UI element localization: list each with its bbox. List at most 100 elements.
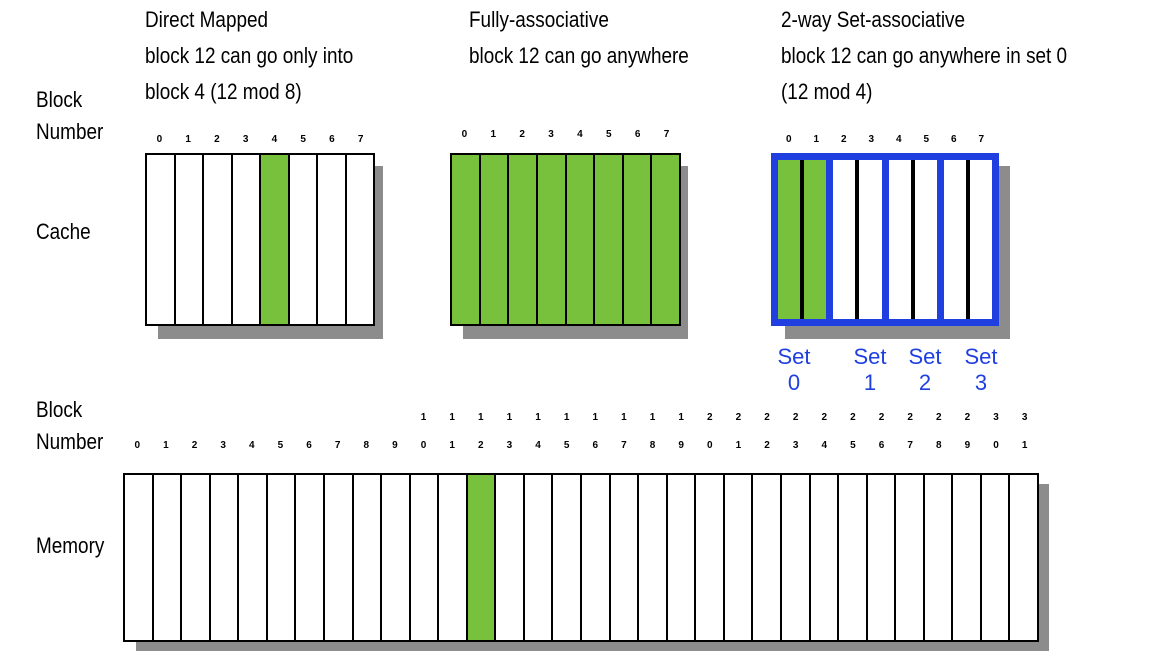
cache-label: Cache (36, 219, 91, 244)
memory-block-27 (896, 475, 925, 640)
fully-cache-number-1: 1 (490, 129, 497, 140)
direct-cache-number-3: 3 (242, 134, 249, 145)
memory-tens-number-11: 1 (449, 412, 455, 423)
memory-tens-number-31: 3 (1021, 412, 1028, 423)
set-associative-title: 2-way Set-associative (781, 7, 966, 32)
direct-cache-block-7 (346, 155, 373, 324)
setassoc-cache-block-1 (804, 160, 827, 319)
memory-ones-number-16: 6 (592, 440, 599, 451)
memory-tens-number-10: 1 (420, 412, 427, 423)
fully-cache-number-5: 5 (606, 129, 612, 140)
memory-tens-number-24: 2 (821, 412, 828, 423)
setassoc-cache-block-7 (969, 160, 992, 319)
fully-associative-cache (450, 153, 681, 326)
memory-block-29 (953, 475, 982, 640)
direct-cache-number-5: 5 (300, 134, 306, 145)
memory-tens-number-26: 2 (878, 412, 885, 423)
direct-cache-block-5 (289, 155, 318, 324)
memory-ones-number-19: 9 (678, 440, 684, 451)
memory-ones-number-11: 1 (449, 440, 455, 451)
memory-tens-number-22: 2 (764, 412, 770, 423)
memory-blocks (123, 473, 1039, 642)
set-label-number: 0 (787, 370, 801, 395)
memory-tens-number-16: 1 (592, 412, 599, 423)
memory-ones-number-23: 3 (792, 440, 799, 451)
memory-ones-number-12: 2 (478, 440, 484, 451)
fully-cache-number-2: 2 (519, 129, 525, 140)
memory-block-4 (239, 475, 268, 640)
memory-block-5 (267, 475, 297, 640)
fully-cache-block-6 (623, 155, 653, 324)
setassoc-cache-number-1: 1 (813, 134, 820, 145)
memory-block-7 (324, 475, 354, 640)
memory-ones-number-0: 0 (134, 440, 141, 451)
direct-cache-block-3 (232, 155, 261, 324)
memory-block-26 (867, 475, 897, 640)
memory-block-19 (667, 475, 697, 640)
memory-block-30 (981, 475, 1011, 640)
fully-cache-number-7: 7 (663, 129, 670, 140)
fully-cache-block-1 (480, 155, 510, 324)
memory-ones-number-14: 4 (535, 440, 541, 451)
memory-ones-number-5: 5 (277, 440, 284, 451)
memory-block-0 (125, 475, 154, 640)
memory-block-8 (353, 475, 383, 640)
set-label-word: Set (908, 344, 942, 369)
memory-ones-number-17: 7 (621, 440, 627, 451)
memory-block-23 (781, 475, 811, 640)
setassoc-cache-number-2: 2 (840, 134, 847, 145)
direct-cache-number-0: 0 (156, 134, 163, 145)
set-3 (943, 160, 992, 319)
direct-mapped-desc-1: block 12 can go only into (145, 43, 354, 68)
fully-cache-block-7 (652, 155, 679, 324)
direct-mapped-cache (145, 153, 375, 326)
set-associative-desc-1: block 12 can go anywhere in set 0 (781, 43, 1068, 68)
memory-tens-number-13: 1 (506, 412, 513, 423)
memory-tens-number-20: 2 (707, 412, 713, 423)
direct-cache-number-2: 2 (214, 134, 220, 145)
memory-ones-number-13: 3 (506, 440, 513, 451)
fully-cache-block-0 (452, 155, 481, 324)
memory-block-9 (382, 475, 411, 640)
direct-cache-block-6 (318, 155, 347, 324)
memory-tens-number-19: 1 (678, 412, 684, 423)
memory-block-12 (467, 475, 497, 640)
fully-cache-block-3 (537, 155, 567, 324)
direct-mapped-desc-2: block 4 (12 mod 8) (145, 79, 302, 104)
setassoc-cache-number-3: 3 (868, 134, 875, 145)
memory-ones-number-24: 4 (821, 440, 828, 451)
memory-ones-number-25: 5 (850, 440, 856, 451)
block-number-label-bottom-1: Block (36, 397, 83, 422)
direct-cache-number-7: 7 (357, 134, 364, 145)
memory-tens-number-14: 1 (535, 412, 541, 423)
memory-ones-number-3: 3 (220, 440, 226, 451)
memory-tens-number-23: 2 (792, 412, 799, 423)
fully-cache-block-5 (595, 155, 624, 324)
memory-ones-number-7: 7 (334, 440, 341, 451)
fully-cache-number-0: 0 (461, 129, 468, 140)
memory-tens-number-17: 1 (621, 412, 627, 423)
setassoc-cache-number-7: 7 (978, 134, 985, 145)
set-0 (778, 160, 834, 319)
memory-ones-number-27: 7 (907, 440, 913, 451)
set-associative-desc-2: (12 mod 4) (781, 79, 873, 104)
memory-ones-number-4: 4 (249, 440, 255, 451)
fully-cache-block-4 (566, 155, 596, 324)
fully-cache-number-3: 3 (548, 129, 554, 140)
set-label-word: Set (964, 344, 998, 369)
direct-cache-block-1 (175, 155, 204, 324)
memory-ones-number-31: 1 (1021, 440, 1028, 451)
set-label-word: Set (853, 344, 887, 369)
setassoc-cache-block-6 (943, 160, 970, 319)
memory-ones-number-10: 0 (420, 440, 427, 451)
set-1 (833, 160, 889, 319)
direct-cache-block-0 (147, 155, 176, 324)
direct-cache-number-6: 6 (329, 134, 335, 145)
direct-cache-block-2 (204, 155, 233, 324)
fully-cache-number-4: 4 (577, 129, 583, 140)
memory-ones-number-1: 1 (163, 440, 169, 451)
setassoc-cache-number-5: 5 (923, 134, 930, 145)
